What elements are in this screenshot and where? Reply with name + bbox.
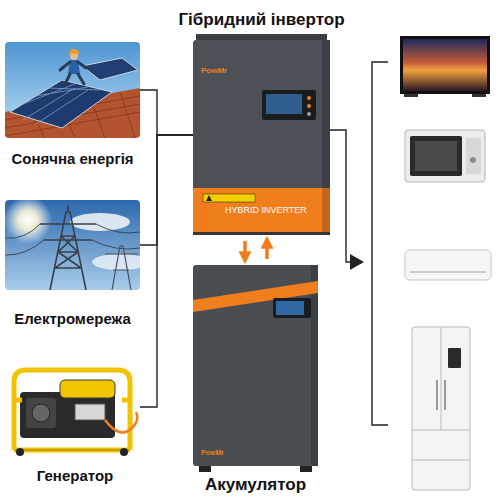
output-wire-part [330,130,352,262]
grid-picture [5,200,140,290]
microwave-picture-part [415,141,457,171]
inverter-device-part [193,40,330,235]
inverter-box: Гібридний інверторPowMrHYBRID INVERTER [193,40,330,235]
source-caption: Генератор [37,467,113,485]
battery-device-part [273,298,311,318]
output-wire-part [350,254,364,270]
microwave-picture [405,130,485,182]
source-caption: Сонячна енергія [11,150,133,168]
fridge-picture-part [448,348,461,368]
microwave-picture-part [405,130,485,182]
grid-picture-part [40,205,96,290]
battery-device-part [199,466,211,472]
source-caption: Електромережа [14,310,131,328]
power-wire [140,90,193,135]
brand-logo: PowMr [201,449,224,457]
inverter-device-part [322,188,330,232]
inverter-device-part [262,90,316,120]
generator-picture [14,370,137,456]
battery-device-part [193,265,318,466]
generator-picture-part [32,404,50,422]
grid-picture-part [70,213,130,231]
generator-picture-part [120,448,128,456]
solar-picture-part [10,80,112,128]
microwave-picture-part [410,136,462,176]
generator-picture-part [14,370,130,450]
inverter-device-part [322,40,330,235]
battery-device-part [311,265,318,466]
solar-picture [5,42,140,138]
solar-picture-part [23,84,100,124]
grid-picture-part [105,246,138,290]
energy-flow-arrow [243,241,247,259]
inverter-device-part [193,188,330,232]
solar-picture-part [60,62,86,86]
fridge-picture [412,327,470,490]
output-wire [330,62,388,425]
inverter-device-part [206,195,212,201]
energy-flow-arrow [265,241,269,259]
generator-source: Генератор [10,362,140,452]
air-conditioner-picture-part [410,271,486,273]
generator-picture-part [14,449,130,451]
solar-picture-part [69,49,79,54]
solar-source: Сонячна енергія [5,42,140,138]
battery-device-part [300,466,312,472]
tv-picture-part [403,39,487,91]
device-caption: Акумулятор [205,475,306,495]
solar-picture-part [5,42,140,138]
power-wire [140,135,193,245]
air-conditioner-picture-part [405,250,491,280]
device-label: HYBRID INVERTER [225,205,307,216]
inverter-device-part [307,104,311,108]
air-conditioner-picture [405,250,491,280]
microwave-picture-part [466,138,481,174]
microwave-picture-part [470,157,476,163]
battery-box: PowMrАкумулятор [193,265,318,466]
inverter-device-part [307,96,311,100]
generator-picture-part [16,448,24,456]
inverter-device [193,34,330,235]
battery-device-part [276,301,304,315]
generator-picture-part [105,412,137,433]
fridge-picture-part [437,380,445,410]
inverter-device-part [266,94,302,114]
generator-picture-part [20,392,115,438]
inverter-device-part [193,232,330,235]
brand-logo: PowMr [201,66,227,76]
solar-picture-part [82,58,138,80]
tv-picture-part [400,36,490,94]
tv-picture [400,36,490,97]
output-wire-part [372,62,388,425]
generator-picture-part [75,404,105,420]
grid-source: Електромережа [5,200,140,290]
battery-device [193,265,318,472]
inverter-device-part [307,112,311,116]
generator-picture-part [60,380,115,398]
tv-picture-part [472,94,486,97]
power-wire [140,135,193,407]
device-title: Гібридний інвертор [178,10,344,30]
fridge-picture-part [412,327,470,460]
inverter-device-part [203,194,255,202]
generator-picture-part [26,398,56,428]
grid-picture-part [5,200,52,244]
tv-picture-part [404,94,418,97]
fridge-picture-part [412,327,470,490]
